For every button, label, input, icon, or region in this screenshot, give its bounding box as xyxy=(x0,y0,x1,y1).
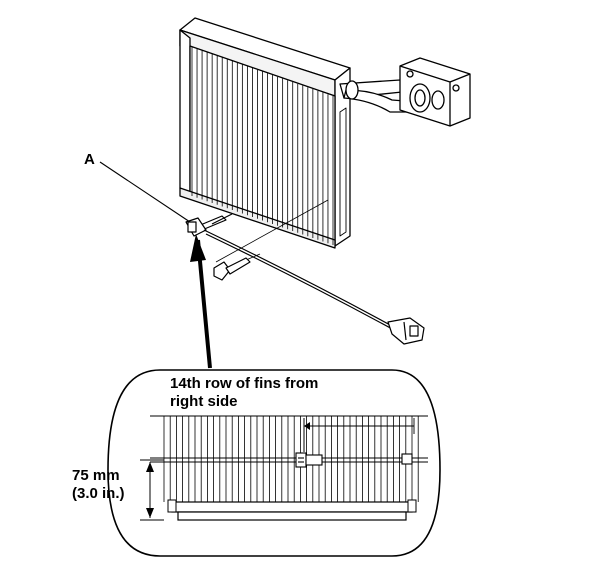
dimension-imperial: (3.0 in.) xyxy=(72,485,125,502)
detail-arrow xyxy=(190,234,212,369)
dimension-metric: 75 mm xyxy=(72,467,120,484)
detail-note-line2: right side xyxy=(170,393,238,410)
thermistor-clip xyxy=(213,257,251,281)
detail-sensor xyxy=(295,452,413,468)
evaporator-core xyxy=(179,17,351,249)
part-label-a: A xyxy=(84,151,95,168)
detail-view: 14th row of fins from right side xyxy=(107,369,441,557)
detail-note-line1: 14th row of fins from xyxy=(170,375,318,392)
thermistor-sensor xyxy=(185,199,425,345)
part-a-leader xyxy=(99,161,191,223)
height-dimension xyxy=(140,459,164,521)
refrigerant-pipes xyxy=(339,57,471,127)
